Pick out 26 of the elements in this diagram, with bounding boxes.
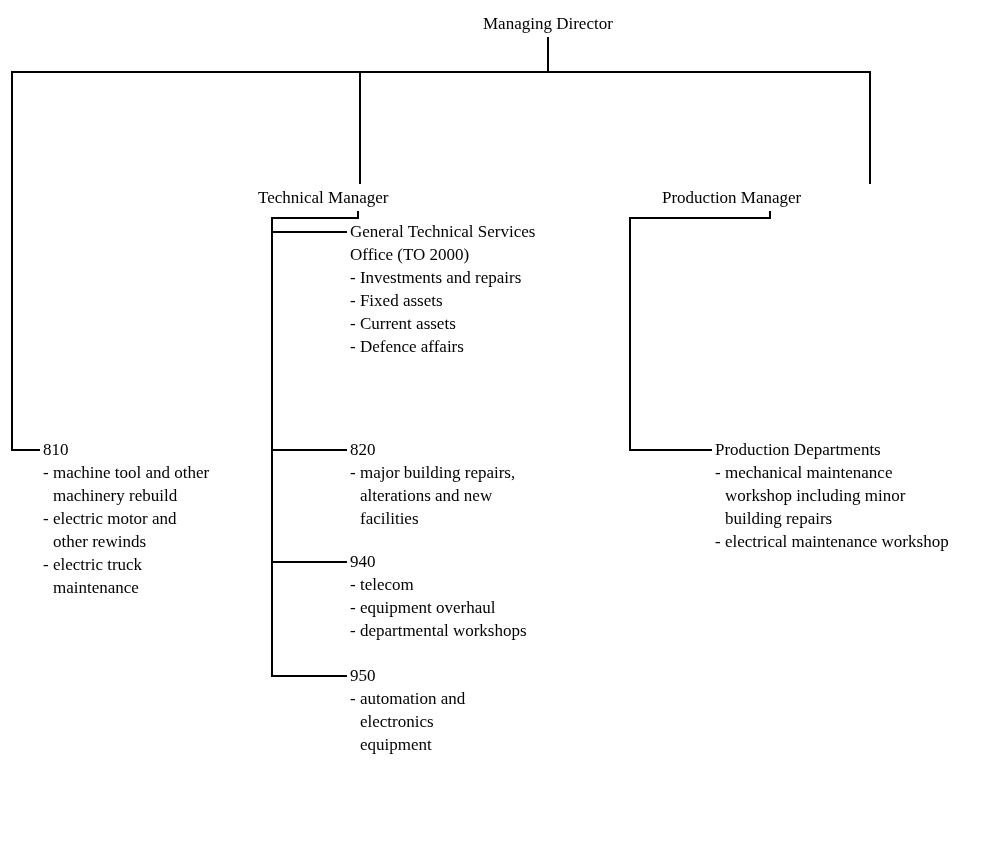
- list-item: - Defence affairs: [350, 336, 465, 358]
- list-item: - major building repairs, alterations and new facilities: [350, 462, 517, 530]
- list-item: - Fixed assets: [350, 290, 444, 312]
- list-item: - electric motor and other rewinds: [43, 508, 178, 553]
- connector-line: [629, 210, 771, 451]
- unit-heading: 940: [350, 551, 377, 573]
- list-item: - telecom: [350, 574, 415, 596]
- unit-heading: 950: [350, 665, 377, 687]
- list-item: - Investments and repairs: [350, 267, 523, 289]
- list-item: - machine tool and other machinery rebuild: [43, 462, 211, 507]
- connector-line: [11, 36, 549, 451]
- connector-line: [271, 210, 359, 677]
- role-label: Technical Manager: [258, 186, 389, 209]
- list-item: - electric truck maintenance: [43, 554, 144, 599]
- list-item: - electrical maintenance workshop: [715, 531, 950, 553]
- role-label: Production Manager: [662, 186, 802, 209]
- list-item: - equipment overhaul: [350, 597, 497, 619]
- unit-heading: 820: [350, 439, 377, 461]
- unit-heading: Production Departments: [715, 439, 882, 461]
- title-label: Managing Director: [483, 12, 613, 35]
- list-item: - Current assets: [350, 313, 457, 335]
- unit-heading: General Technical Services Office (TO 2000): [350, 221, 537, 266]
- list-item: - automation and electronics equipment: [350, 688, 467, 756]
- unit-heading: 810: [43, 439, 70, 461]
- list-item: - departmental workshops: [350, 620, 528, 642]
- list-item: - mechanical maintenance workshop including minor building repairs: [715, 462, 907, 530]
